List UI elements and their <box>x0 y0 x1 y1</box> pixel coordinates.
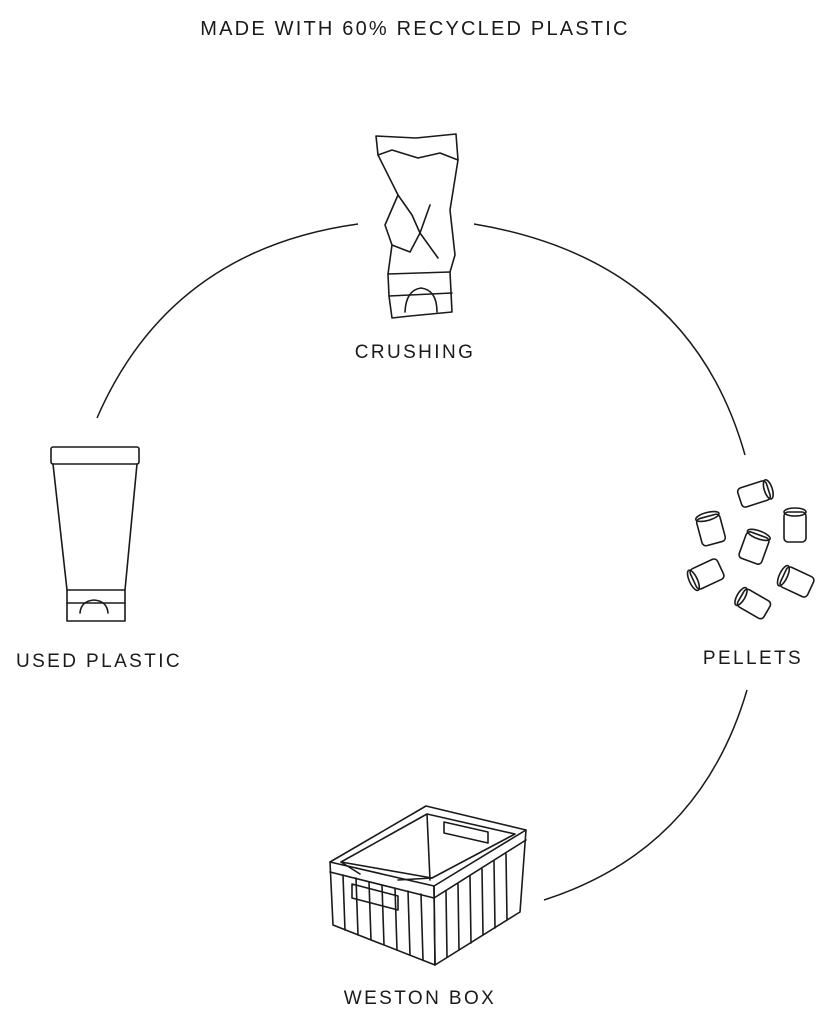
arc-pellets-to-box <box>543 689 748 901</box>
step-label-crushing: CRUSHING <box>354 342 476 363</box>
plastic-tube-icon <box>50 446 140 622</box>
arc-used-to-crushing <box>96 223 359 419</box>
step-label-weston-box: WESTON BOX <box>343 988 497 1009</box>
diagram-title: MADE WITH 60% RECYCLED PLASTIC <box>200 18 630 40</box>
crushed-tube-icon <box>375 133 459 319</box>
pellets-icon <box>686 478 815 620</box>
storage-box-icon <box>329 805 527 966</box>
step-label-pellets: PELLETS <box>702 648 804 669</box>
step-label-used-plastic: USED PLASTIC <box>15 651 183 672</box>
arc-crushing-to-pellets <box>473 223 746 456</box>
